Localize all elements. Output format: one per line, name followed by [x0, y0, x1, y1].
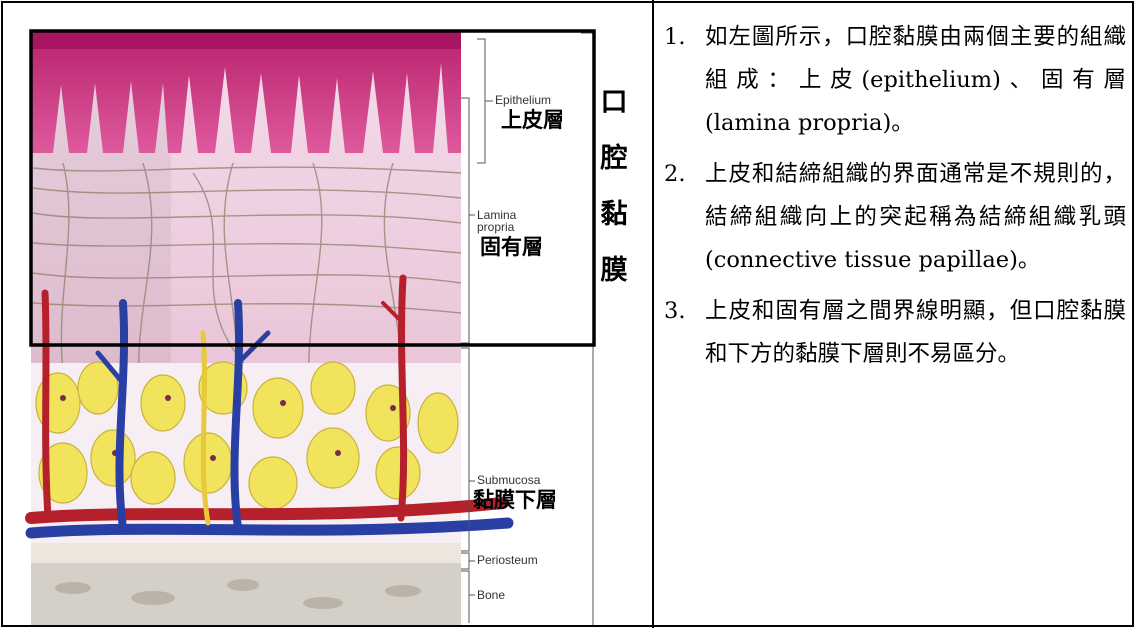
label-lamina-en-2: propria — [477, 221, 514, 233]
item-text: 如左圖所示，口腔黏膜由兩個主要的組織組成：上皮(epithelium)、固有層 … — [705, 24, 1126, 136]
vertical-char: 膜 — [600, 243, 628, 299]
vertical-char: 黏 — [600, 187, 628, 243]
diagram-panel: Epithelium 上皮層 Lamina propria 固有層 Submuc… — [3, 3, 651, 625]
label-submucosa-en: Submucosa — [477, 474, 540, 486]
item-number: 1. — [664, 16, 685, 59]
label-periosteum-en: Periosteum — [477, 554, 538, 566]
label-epithelium-en: Epithelium — [495, 94, 551, 106]
column-divider — [652, 0, 654, 628]
label-bone-en: Bone — [477, 589, 505, 601]
item-number: 2. — [664, 153, 685, 196]
item-number: 3. — [664, 290, 685, 333]
list-item: 3. 上皮和固有層之間界線明顯，但口腔黏膜和下方的黏膜下層則不易區分。 — [664, 290, 1126, 376]
vertical-title: 口 腔 黏 膜 — [600, 75, 628, 299]
vertical-char: 腔 — [600, 131, 628, 187]
description-list: 1. 如左圖所示，口腔黏膜由兩個主要的組織組成：上皮(epithelium)、固… — [664, 16, 1126, 384]
item-text: 上皮和結締組織的界面通常是不規則的，結締組織向上的突起稱為結締組織乳頭(conn… — [705, 161, 1126, 273]
list-item: 1. 如左圖所示，口腔黏膜由兩個主要的組織組成：上皮(epithelium)、固… — [664, 16, 1126, 145]
label-epithelium-zh: 上皮層 — [501, 109, 564, 131]
oral-mucosa-illustration — [3, 3, 651, 625]
item-text: 上皮和固有層之間界線明顯，但口腔黏膜和下方的黏膜下層則不易區分。 — [705, 298, 1126, 367]
label-submucosa-zh: 黏膜下層 — [473, 489, 557, 511]
vertical-char: 口 — [600, 75, 628, 131]
label-lamina-zh: 固有層 — [480, 236, 543, 258]
list-item: 2. 上皮和結締組織的界面通常是不規則的，結締組織向上的突起稱為結締組織乳頭(c… — [664, 153, 1126, 282]
